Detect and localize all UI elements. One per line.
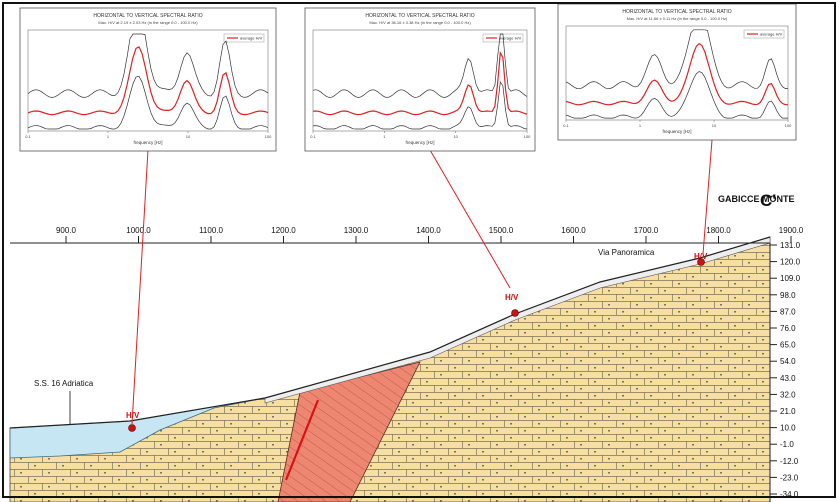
hv-station-3-marker xyxy=(697,258,705,266)
hv-chart-2: HORIZONTAL TO VERTICAL SPECTRAL RATIOMax… xyxy=(304,7,536,152)
hv-chart-3: HORIZONTAL TO VERTICAL SPECTRAL RATIOMax… xyxy=(557,3,797,141)
hv-lower-std-line xyxy=(27,75,269,130)
x-tick-label: 1100.0 xyxy=(199,226,223,235)
hv-legend-label: average H/V xyxy=(499,36,522,41)
y-tick-label: -34.0 xyxy=(780,490,799,499)
hv-x-tick-label: 0.1 xyxy=(310,134,316,139)
y-tick-label: -23.0 xyxy=(780,473,799,482)
y-tick-label: 131.0 xyxy=(780,241,801,250)
x-tick-label: 1800.0 xyxy=(706,226,731,235)
ground-surface-line xyxy=(9,236,771,429)
hv-chart-panel xyxy=(304,7,536,152)
hv-average-line xyxy=(27,46,269,116)
hv-chart-subtitle: Max. H/V at 2.19 ± 2.03 Hz (in the range… xyxy=(98,20,198,25)
y-tick-label: 120.0 xyxy=(780,258,801,267)
hv-x-tick-label: 100 xyxy=(785,123,792,128)
hv-x-axis-label: frequency [Hz] xyxy=(133,140,162,145)
hv-upper-std-line xyxy=(27,33,269,98)
via-panoramica-label: Via Panoramica xyxy=(598,248,655,257)
x-axis-ticks: 900.0 1000.0 1100.0 1200.0 1300.0 1400.0 1500.… xyxy=(56,226,804,243)
gabicce-monte-label: GABICCE MONTE xyxy=(718,194,795,204)
hv-upper-std-line xyxy=(565,29,789,90)
x-tick-label: 1500.0 xyxy=(489,226,514,235)
y-tick-label: 10.0 xyxy=(780,424,796,433)
fault-zone-layer xyxy=(277,361,421,502)
hv-link-line-1 xyxy=(131,149,149,425)
hv-legend-label: average H/V xyxy=(760,32,783,37)
gabicce-monte-text: GABICCE MONTE xyxy=(718,194,795,204)
hv-upper-std-line xyxy=(312,33,528,98)
hv-lower-std-line xyxy=(312,81,528,130)
y-tick-label: 32.0 xyxy=(780,390,796,399)
hv-x-tick-label: 10 xyxy=(712,123,717,128)
hv-lower-std-line xyxy=(565,71,788,119)
hv-legend-box xyxy=(743,29,785,39)
y-tick-label: -1.0 xyxy=(780,440,794,449)
hv-link-line-2 xyxy=(429,149,511,289)
y-tick-label: 109.0 xyxy=(780,274,801,283)
x-tick-label: 1900.0 xyxy=(779,226,804,235)
hv-station-2: H/V xyxy=(505,293,519,317)
hv-x-tick-label: 1 xyxy=(107,134,110,139)
hv-x-tick-label: 100 xyxy=(524,134,531,139)
hv-x-tick-label: 10 xyxy=(186,134,191,139)
hv-chart-panel xyxy=(557,3,797,141)
section-corner-label: C' xyxy=(760,191,776,210)
hv-station-2-label: H/V xyxy=(505,293,519,302)
hv-station-1-marker xyxy=(128,424,136,432)
hv-link-line-3 xyxy=(702,139,713,255)
x-tick-label: 1400.0 xyxy=(416,226,441,235)
hv-station-3-label: H/V xyxy=(694,252,708,261)
hv-x-tick-label: 1 xyxy=(383,134,386,139)
hv-plot-area xyxy=(312,29,528,132)
hv-station-2-marker xyxy=(511,309,519,317)
hv-x-axis-label: frequency [Hz] xyxy=(405,140,434,145)
fault-trace xyxy=(284,399,320,481)
y-tick-label: 65.0 xyxy=(780,341,796,350)
y-axis-ticks: 131.0 120.0 109.0 98.0 87.0 76.0 65.0 54.0 43.0 3… xyxy=(770,241,801,499)
y-tick-label: 87.0 xyxy=(780,307,796,316)
hv-station-3: H/V xyxy=(694,252,708,266)
hv-legend-label: average H/V xyxy=(240,36,263,41)
hv-x-tick-label: 1 xyxy=(639,123,642,128)
hv-chart-title: HORIZONTAL TO VERTICAL SPECTRAL RATIO xyxy=(365,13,474,19)
y-tick-label: 76.0 xyxy=(780,324,796,333)
x-tick-label: 1600.0 xyxy=(561,226,586,235)
y-tick-label: 21.0 xyxy=(780,407,796,416)
hv-chart-1: HORIZONTAL TO VERTICAL SPECTRAL RATIOMax… xyxy=(19,7,277,152)
ss16-label: S.S. 16 Adriatica xyxy=(34,379,94,388)
y-tick-label: 43.0 xyxy=(780,374,796,383)
hv-x-tick-label: 100 xyxy=(265,134,272,139)
y-tick-label: 54.0 xyxy=(780,357,796,366)
x-tick-label: 1700.0 xyxy=(634,226,659,235)
x-tick-label: 1300.0 xyxy=(344,226,369,235)
hv-chart-title: HORIZONTAL TO VERTICAL SPECTRAL RATIO xyxy=(93,13,202,19)
x-tick-label: 1200.0 xyxy=(271,226,296,235)
hv-x-tick-label: 0.1 xyxy=(25,134,31,139)
x-tick-label: 900.0 xyxy=(56,226,77,235)
hv-legend-box xyxy=(223,33,265,43)
hv-x-tick-label: 0.1 xyxy=(563,123,569,128)
hv-plot-area xyxy=(27,29,269,132)
hv-station-1-label: H/V xyxy=(126,411,140,420)
hv-chart-title: HORIZONTAL TO VERTICAL SPECTRAL RATIO xyxy=(622,9,731,15)
y-tick-label: 98.0 xyxy=(780,291,796,300)
hv-chart-subtitle: Max. H/V at 11.66 ± 0.11 Hz (in the rang… xyxy=(627,16,728,21)
y-tick-label: -12.0 xyxy=(780,457,799,466)
hv-x-axis-label: frequency [Hz] xyxy=(662,129,691,134)
hv-plot-area xyxy=(565,25,789,121)
hv-chart-subtitle: Max. H/V at 36.16 ± 0.38 Hz (in the rang… xyxy=(369,20,471,25)
x-tick-label: 1000.0 xyxy=(126,226,151,235)
hv-station-1: H/V xyxy=(126,411,140,432)
hv-average-line xyxy=(565,42,789,106)
hv-charts-group: HORIZONTAL TO VERTICAL SPECTRAL RATIOMax… xyxy=(19,3,797,152)
hv-average-line xyxy=(312,50,528,116)
hv-x-tick-label: 10 xyxy=(453,134,458,139)
geological-cross-section: 900.0 1000.0 1100.0 1200.0 1300.0 1400.0 1500.… xyxy=(9,139,804,502)
